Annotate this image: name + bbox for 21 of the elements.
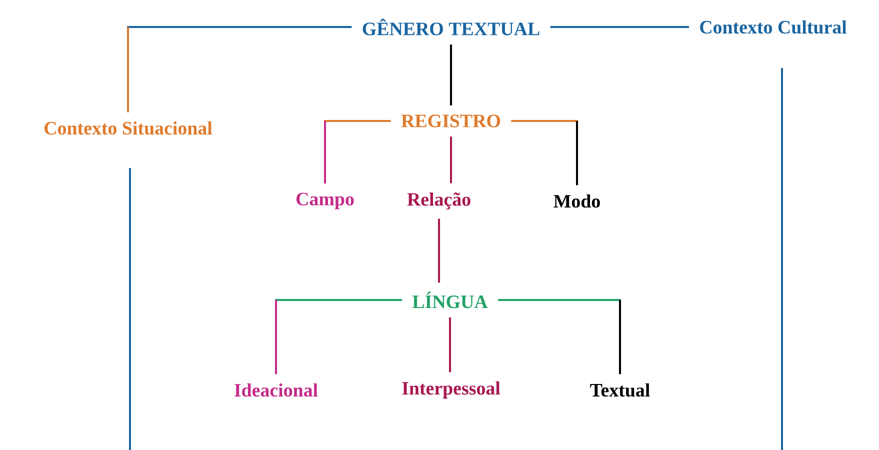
connector-line (438, 218, 440, 283)
term-label: Modo (554, 194, 600, 208)
connector-line (511, 120, 578, 186)
term-label: Interpessoal (402, 381, 500, 399)
connector-line (127, 26, 352, 112)
connector-line (275, 299, 402, 374)
connector-line (449, 317, 451, 372)
term-label: Campo (296, 192, 354, 210)
connector-line (550, 26, 689, 28)
term-label: Textual (590, 383, 650, 397)
connector-line (450, 44, 452, 106)
context-label: Contexto Cultural (700, 20, 847, 34)
heading-label: LÍNGUA (412, 292, 488, 308)
heading-label: GÊNERO TEXTUAL (362, 18, 540, 36)
connector-line (498, 299, 621, 374)
heading-label: REGISTRO (401, 114, 500, 128)
connector-line (450, 136, 452, 184)
context-label: Contexto Situacional (44, 121, 212, 135)
term-label: Relação (407, 192, 470, 210)
connector-line (324, 120, 391, 184)
term-label: Ideacional (234, 383, 318, 397)
